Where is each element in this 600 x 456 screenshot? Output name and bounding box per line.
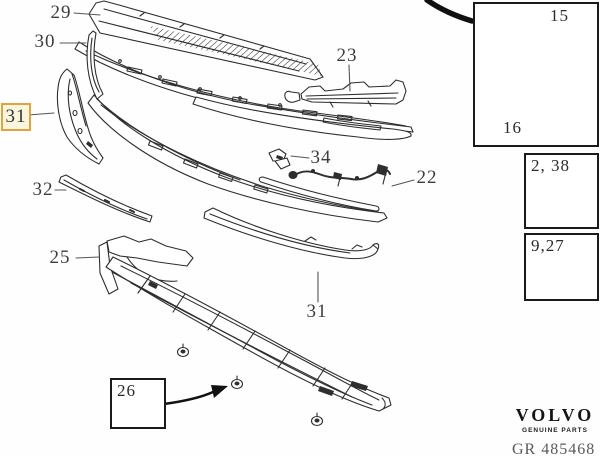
part-30-drawing[interactable] [86, 30, 104, 100]
part-23-drawing[interactable] [284, 79, 407, 108]
body-reference-curve [424, 0, 475, 24]
part-label-30[interactable]: 30 [34, 31, 56, 52]
fastener-clip-icon[interactable] [230, 375, 244, 390]
part-32-drawing[interactable] [58, 174, 153, 223]
part-31-left-drawing[interactable] [56, 68, 104, 165]
genuine-parts-tagline: GENUINE PARTS [522, 427, 588, 434]
part-label-29[interactable]: 29 [50, 2, 72, 23]
part-label-26[interactable]: 26 [117, 381, 136, 400]
fastener-clip-icon[interactable] [176, 343, 190, 358]
fastener-clip-icon[interactable] [310, 412, 324, 427]
clip-location-arrow [162, 385, 228, 406]
callout-label-2-38[interactable]: 2, 38 [531, 156, 570, 175]
volvo-logo: VOLVO [515, 405, 595, 425]
part-label-23[interactable]: 23 [336, 45, 358, 66]
part-22-drawing[interactable] [288, 164, 391, 187]
callout-label-15[interactable]: 15 [550, 6, 569, 25]
callout-box-clip-nut[interactable]: 2, 38 [524, 153, 599, 229]
diagram-group-code: GR 485468 [512, 441, 596, 456]
callout-label-16[interactable]: 16 [503, 118, 522, 137]
callout-box-clip-26[interactable]: 26 [110, 378, 166, 429]
part-34-drawing[interactable] [268, 148, 291, 170]
part-label-22[interactable]: 22 [416, 167, 438, 188]
part-label-32[interactable]: 32 [32, 179, 54, 200]
part-29-drawing[interactable] [88, 0, 324, 81]
callout-box-fog-lamps[interactable]: 15 16 [473, 2, 599, 147]
part-label-31-bottom[interactable]: 31 [306, 301, 328, 322]
part-31-bottom-drawing[interactable] [203, 207, 380, 260]
part-label-31-highlighted[interactable]: 31 [1, 103, 31, 131]
volvo-brand-block: VOLVO GENUINE PARTS [505, 405, 600, 434]
callout-box-screw[interactable]: 9,27 [524, 233, 599, 301]
part-label-34[interactable]: 34 [310, 147, 332, 168]
callout-label-9-27[interactable]: 9,27 [531, 236, 565, 255]
bumper-skirt-drawing[interactable] [87, 94, 388, 223]
part-label-25[interactable]: 25 [49, 247, 71, 268]
bumper-grille-band-drawing[interactable] [74, 41, 414, 141]
